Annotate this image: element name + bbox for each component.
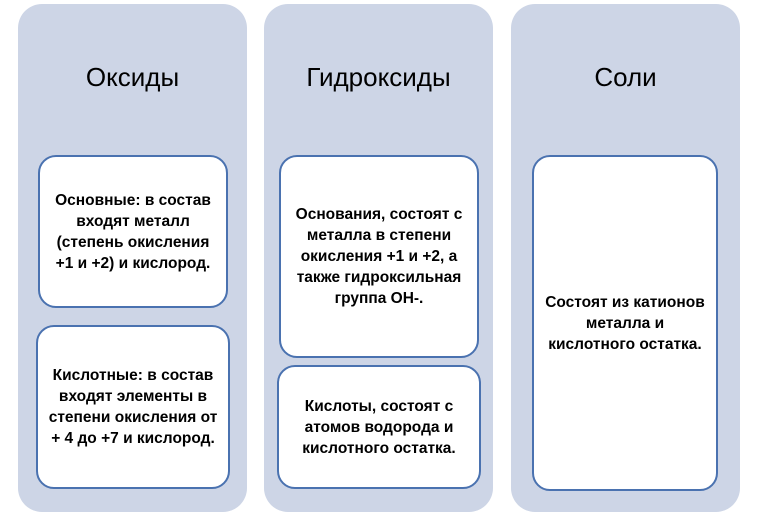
card-text-bases: Основания, состоят с металла в степени о… [295,206,463,307]
column-salts: Соли Состоят из катионов металла и кисло… [511,4,740,512]
card-text-basic-oxides: Основные: в состав входят металл (степен… [55,191,211,272]
card-basic-oxides: Основные: в состав входят металл (степен… [38,155,228,308]
column-title-hydroxides: Гидроксиды [306,62,451,92]
card-acidic-oxides: Кислотные: в состав входят элементы в ст… [36,325,230,489]
card-text-acids: Кислоты, состоят с атомов водорода и кис… [302,397,456,457]
column-hydroxides: Гидроксиды Основания, состоят с металла … [264,4,493,512]
column-title-oxides: Оксиды [85,62,180,92]
card-text-salts: Состоят из катионов металла и кислотного… [545,293,705,353]
card-bases: Основания, состоят с металла в степени о… [279,155,479,358]
column-title-salts: Соли [594,62,657,92]
card-text-acidic-oxides: Кислотные: в состав входят элементы в ст… [48,367,218,447]
card-acids: Кислоты, состоят с атомов водорода и кис… [277,365,481,489]
card-salts: Состоят из катионов металла и кислотного… [532,155,718,491]
column-oxides: Оксиды Основные: в состав входят металл … [18,4,247,512]
